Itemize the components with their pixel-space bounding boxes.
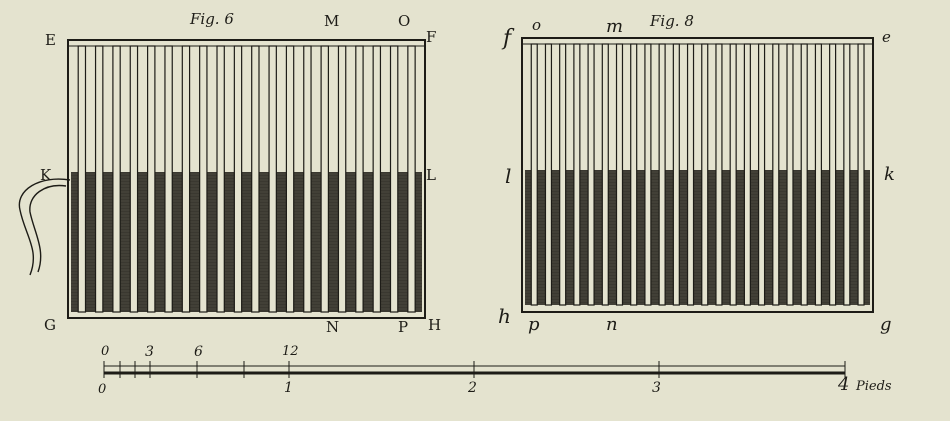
fig6-bar: [129, 45, 139, 313]
fig6-bar: [77, 45, 87, 313]
scale-top-0: 0: [101, 344, 110, 359]
fig6-bar: [216, 45, 225, 313]
scale-bottom-3: 3: [652, 380, 661, 396]
fig8-bar: [757, 43, 766, 306]
fig8-dark-band: [525, 170, 870, 305]
fig6-bar: [320, 45, 329, 313]
scale-unit: Pieds: [856, 379, 892, 394]
fig8-bar: [701, 43, 709, 306]
scale-bottom-4: 4: [838, 374, 850, 395]
label-e: e: [882, 28, 891, 46]
fig8-bar: [587, 43, 595, 306]
fig6-bar: [285, 45, 295, 313]
fig6-bar: [112, 45, 121, 313]
label-g: g: [880, 314, 892, 335]
fig8-bar: [715, 43, 723, 306]
fig8-frame: [521, 37, 874, 313]
fig8-bar: [814, 43, 822, 306]
label-h: h: [498, 304, 511, 328]
scale-bottom-0: 0: [98, 382, 107, 397]
label-p: p: [528, 314, 540, 335]
label-P: P: [398, 318, 409, 336]
fig8-bar: [530, 43, 538, 306]
fig6-bar: [147, 45, 156, 313]
fig8-bar: [772, 43, 780, 306]
fig8-bar: [601, 43, 609, 306]
fig8-bar: [630, 43, 638, 306]
fig6-bar: [268, 45, 277, 313]
fig8-bar: [559, 43, 567, 306]
label-M: M: [324, 12, 340, 30]
label-m: m: [606, 16, 624, 37]
label-O: O: [398, 12, 411, 30]
fig6-bar: [407, 45, 416, 313]
label-n: n: [606, 314, 618, 335]
fig8-bar: [672, 43, 680, 306]
fig8-bar: [686, 43, 695, 306]
label-E: E: [45, 31, 56, 49]
fig6-bar: [337, 45, 347, 313]
fig8-bar: [800, 43, 808, 306]
fig8-bar: [644, 43, 652, 306]
fig8-bar: [658, 43, 666, 306]
fig6-bar: [233, 45, 243, 313]
fig6-bar: [389, 45, 399, 313]
label-L: L: [426, 166, 436, 184]
fig8-bar: [857, 43, 865, 306]
label-l: l: [505, 164, 512, 188]
fig8-bar: [615, 43, 624, 306]
fig6-title: Fig. 6: [190, 10, 234, 28]
fig8-bar: [786, 43, 794, 306]
scale-bottom-2: 2: [468, 380, 477, 396]
fig6-bar: [355, 45, 364, 313]
fig6-bar: [94, 45, 104, 313]
label-F: F: [426, 28, 437, 46]
label-H: H: [428, 316, 442, 334]
fig8-bar: [843, 43, 851, 306]
fig6-bar: [372, 45, 382, 313]
fig6-bar: [164, 45, 173, 313]
fig6-bar: [251, 45, 260, 313]
label-K: K: [40, 166, 52, 184]
scale-top-3: 3: [145, 344, 154, 360]
fig8-bar: [544, 43, 553, 306]
fig8-bar: [573, 43, 581, 306]
scale-top-12: 12: [282, 344, 299, 359]
fig8-bar: [829, 43, 837, 306]
label-G: G: [44, 316, 56, 334]
fig6-bar: [199, 45, 208, 313]
fig8-bar: [743, 43, 751, 306]
label-o: o: [532, 16, 542, 34]
fig6-bar: [181, 45, 191, 313]
scale-top-6: 6: [194, 344, 203, 360]
label-f: f: [503, 26, 512, 51]
scale-bottom-1: 1: [284, 380, 293, 396]
fig8-bar: [729, 43, 737, 306]
label-N: N: [326, 318, 340, 336]
cord-loop: [18, 178, 71, 276]
fig6-bar: [303, 45, 312, 313]
fig8-title: Fig. 8: [650, 12, 694, 30]
label-k: k: [884, 164, 895, 185]
